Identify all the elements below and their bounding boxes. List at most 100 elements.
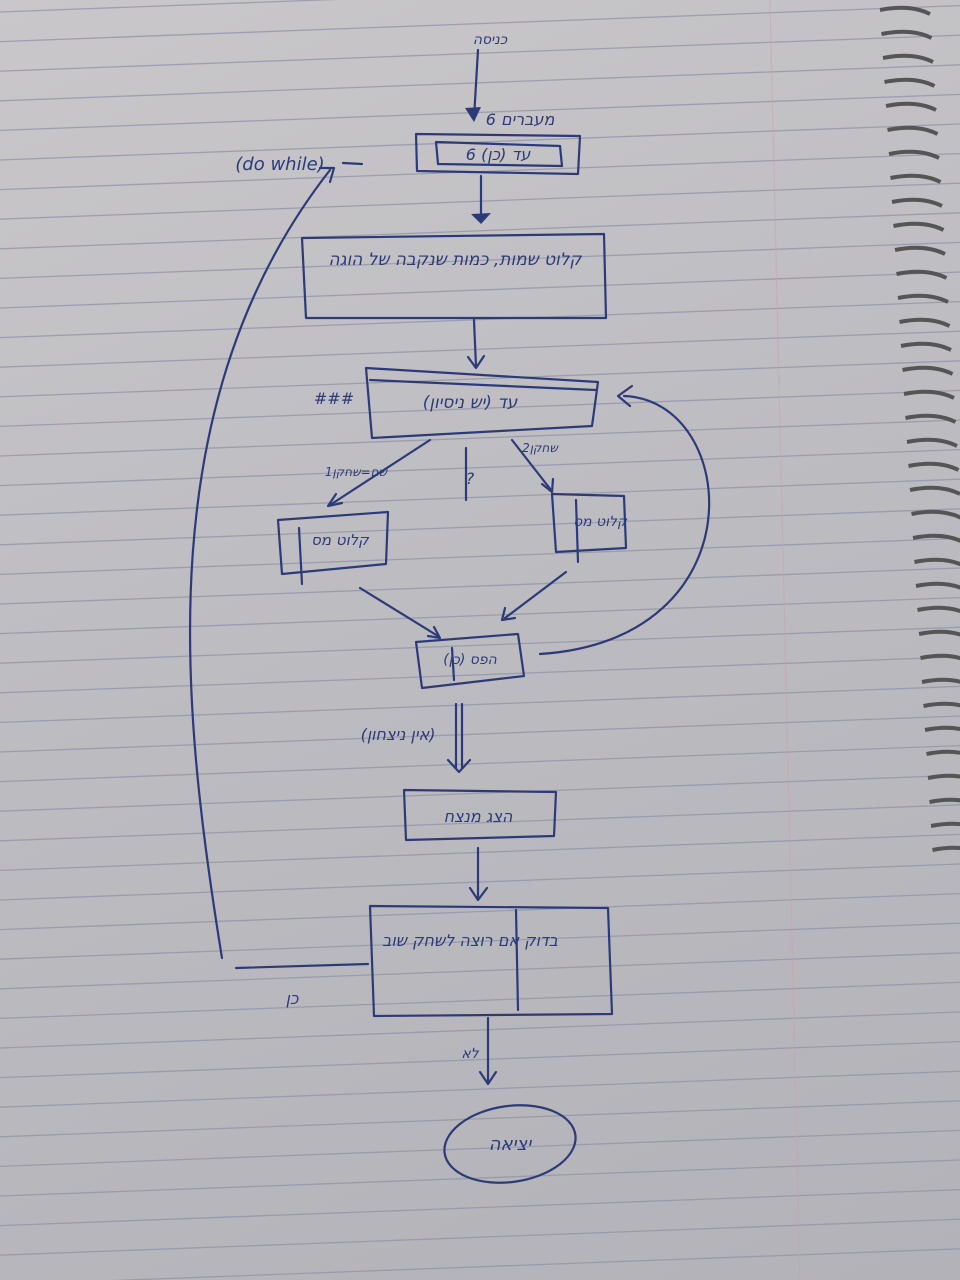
ruled-line (0, 596, 960, 635)
merge-text: הפס (כן) (443, 652, 497, 668)
ruled-line (0, 685, 960, 724)
spiral-ring (920, 653, 960, 661)
end-text: יציאה (489, 1134, 532, 1155)
branch-left-arrow (328, 438, 432, 507)
loop-back-arrow (538, 394, 711, 656)
spiral-ring (881, 29, 933, 40)
arrow-to-ask-head (468, 886, 489, 902)
spiral-ring (879, 5, 931, 16)
margin-line (769, 0, 801, 1280)
win-box (402, 788, 558, 842)
box-right (550, 492, 628, 554)
spiral-ring (903, 389, 955, 400)
read-text: קלוט שמות, כמות שנקבה של הוגה (329, 250, 583, 270)
ruled-line (0, 34, 960, 72)
spiral-ring (891, 197, 943, 208)
read-box (300, 232, 608, 320)
loop-top-note: 6 מעברים (486, 110, 556, 129)
spiral-ring (893, 221, 945, 232)
box-left-rule (297, 526, 304, 586)
ruled-line (0, 1188, 960, 1227)
arrow-left-merge (358, 586, 440, 638)
branch-right-head (540, 477, 555, 494)
spiral-ring (888, 149, 940, 160)
ruled-line (0, 448, 960, 487)
ruled-line (110, 1248, 960, 1280)
spiral-ring (905, 413, 957, 424)
ruled-line (0, 863, 960, 901)
start-label: כניסה (473, 32, 508, 48)
ruled-line (0, 656, 960, 694)
ruled-line (0, 93, 960, 132)
yes-label: כן (286, 989, 299, 1008)
spiral-ring (885, 101, 937, 112)
ruled-line (0, 271, 960, 309)
spiral-ring (902, 365, 954, 376)
branch-right-label: שחקן2 (522, 441, 559, 455)
arrow-to-read-head (471, 213, 491, 224)
ruled-line (0, 241, 960, 280)
spiral-ring (900, 341, 952, 352)
double-arrow (454, 702, 464, 770)
ruled-line (0, 804, 960, 842)
spiral-ring (924, 725, 960, 732)
spiral-binding (879, 5, 960, 852)
branch-right-arrow (510, 438, 553, 492)
ask-box (368, 904, 614, 1018)
do-while-label: (do while) (235, 154, 324, 175)
ruled-line (0, 1040, 960, 1079)
arrow-left-merge-head (426, 625, 442, 640)
inner-loop-rule (368, 378, 598, 392)
spiral-ring (887, 125, 939, 136)
spiral-ring (929, 797, 960, 804)
box-left-text: קלוט מס (311, 531, 370, 549)
yes-line (234, 962, 370, 970)
no-label: לא (461, 1046, 479, 1062)
spiral-ring (884, 77, 936, 88)
start-arrowhead (465, 107, 481, 122)
ruled-line (0, 508, 960, 546)
inner-loop-note: ### (314, 389, 354, 408)
spiral-ring (927, 773, 960, 780)
ruled-line (0, 330, 960, 368)
branch-left-head (326, 492, 344, 508)
box-right-rule (574, 498, 580, 564)
ruled-line (0, 833, 960, 872)
ask-box-rule (514, 908, 520, 1012)
ruled-line (0, 123, 960, 161)
ruled-line (0, 419, 960, 457)
spiral-ring (923, 701, 960, 708)
ruled-line (0, 212, 960, 250)
box-left (276, 510, 390, 576)
arrow-right-merge-head (500, 606, 517, 622)
ask-text: בדוק אם רוצה לשחק שוב (382, 931, 558, 950)
ruled-line (0, 1100, 960, 1138)
ruled-line (0, 1011, 960, 1049)
ruled-line (0, 1070, 960, 1108)
ruled-line (0, 567, 960, 605)
ruled-line (0, 64, 960, 102)
box-right-text: קלוט מס (573, 514, 628, 530)
ruled-line (0, 892, 960, 931)
loop-top-inner (434, 140, 564, 168)
ruled-line (0, 537, 960, 576)
ruled-line (0, 952, 960, 990)
double-arrow-head (446, 758, 472, 774)
ruled-line (0, 389, 960, 428)
ruled-line (0, 300, 960, 339)
spiral-ring (899, 317, 951, 328)
end-node (443, 1104, 577, 1184)
ruled-line (0, 1218, 960, 1256)
loop-top-box (414, 132, 582, 176)
yes-back-arrow (188, 168, 332, 960)
spiral-ring (908, 461, 960, 472)
spiral-ring (897, 293, 949, 304)
spiral-ring (911, 509, 960, 520)
no-win-label: (אין ניצחון) (361, 725, 436, 744)
spiral-ring (932, 845, 960, 852)
spiral-ring (918, 629, 960, 637)
branch-left-label: שם=שחקן1 (325, 465, 389, 479)
